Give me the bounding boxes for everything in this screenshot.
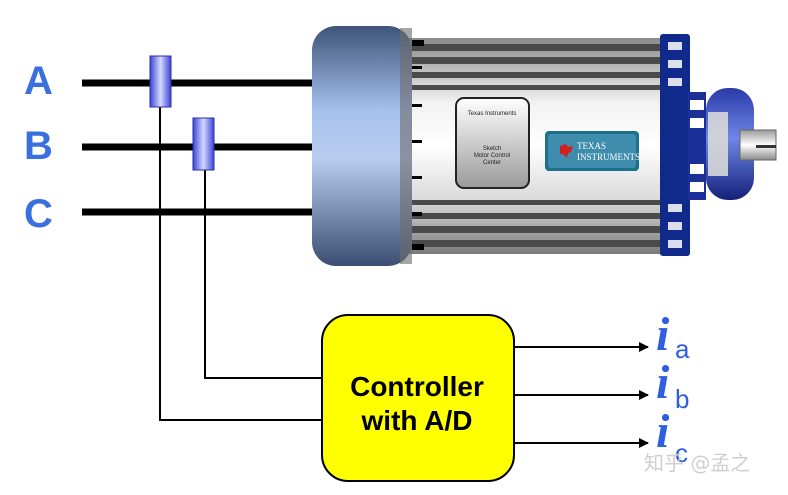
output-symbol-b: i [656, 356, 670, 409]
output-label-ia: i a [656, 308, 690, 364]
sensor-wire-b [204, 170, 322, 379]
motor-end-cap [312, 26, 412, 266]
output-symbol-a: i [656, 308, 670, 361]
output-sub-c: c [675, 438, 688, 468]
phase-label-a: A [24, 59, 53, 103]
phase-label-b: B [24, 124, 53, 168]
ti-badge-line-1: TEXAS [577, 141, 606, 151]
nameplate-line-3: Center [483, 160, 501, 166]
motor-end-bell [660, 34, 690, 256]
fin-ticks [412, 40, 424, 250]
nameplate-line-2: Motor Control [474, 153, 510, 159]
controller-box [321, 314, 515, 482]
output-sub-b: b [675, 384, 689, 414]
output-symbol-c: i [656, 405, 670, 458]
nameplate-brand: Texas Instruments [468, 111, 517, 117]
current-sensor-a [149, 55, 172, 108]
nameplate-line-1: Sketch [483, 146, 501, 152]
sensor-wire-a [159, 107, 322, 421]
current-sensor-b [192, 117, 215, 171]
ti-badge-line-2: INSTRUMENTS [577, 152, 640, 162]
cooling-fins [412, 44, 666, 247]
output-sub-a: a [675, 334, 690, 364]
watermark-text: 知乎 @孟之 [644, 451, 750, 475]
output-label-ic: i c [656, 405, 688, 468]
ti-logo-icon [560, 144, 573, 158]
output-label-ib: i b [656, 356, 689, 414]
controller-label-line-2: with A/D [361, 405, 473, 436]
controller-label-line-1: Controller [350, 371, 484, 402]
phase-label-c: C [24, 192, 53, 236]
motor-nameplate [455, 97, 530, 189]
motor: Texas Instruments Sketch Motor Control C… [312, 26, 777, 266]
